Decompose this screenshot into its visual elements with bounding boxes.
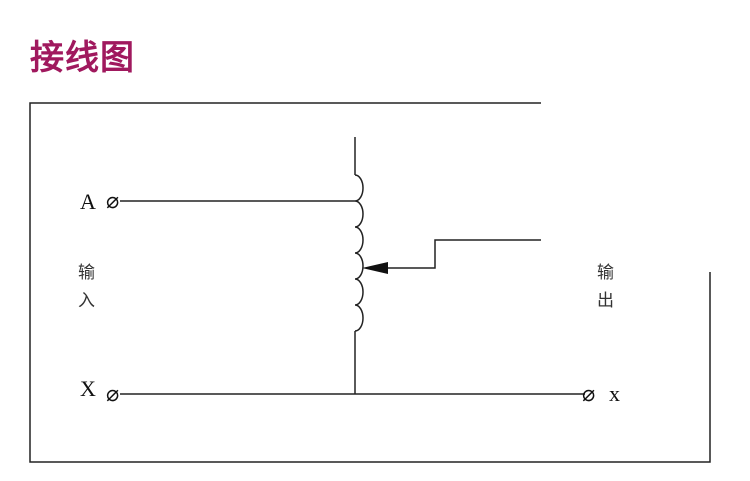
terminal-A-symbol: ⌀ xyxy=(106,188,119,213)
wiper-arrow-icon xyxy=(362,262,388,274)
input-label-2: 入 xyxy=(78,291,95,311)
terminal-A-label: A xyxy=(80,189,96,214)
output-label-1: 输 xyxy=(597,263,614,283)
terminal-X-symbol: ⌀ xyxy=(106,381,119,406)
output-label-2: 出 xyxy=(597,291,614,311)
wiper-wire xyxy=(375,239,541,269)
terminal-x-label: x xyxy=(609,381,620,406)
frame-border xyxy=(29,102,711,463)
input-label-1: 输 xyxy=(78,263,95,283)
terminal-x-symbol: ⌀ xyxy=(582,381,595,406)
page-title: 接线图 xyxy=(30,38,135,78)
terminal-X-label: X xyxy=(80,376,96,401)
autotransformer-coil xyxy=(354,174,364,332)
